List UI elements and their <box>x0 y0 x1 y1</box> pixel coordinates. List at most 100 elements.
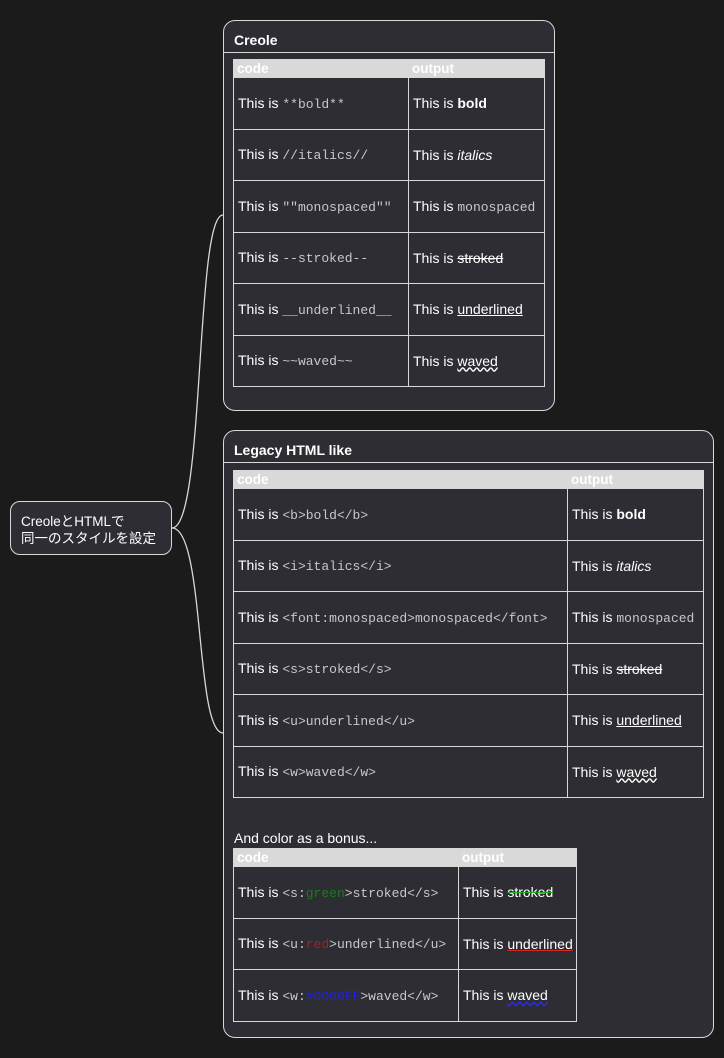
output-prefix: This is <box>572 608 617 625</box>
table-row: This is <s>stroked</s> This is stroked <box>233 642 704 695</box>
bonus-table: code output This is <s:green>stroked</s>… <box>233 848 577 1022</box>
output-styled-text: stroked <box>507 884 554 901</box>
output-cell: This is italics <box>567 539 704 592</box>
table-row: This is --stroked--This is stroked <box>233 231 545 284</box>
output-styled-text: monospaced <box>616 610 695 626</box>
output-styled-text: underlined <box>457 301 523 318</box>
code-cell: This is **bold** <box>233 77 409 130</box>
code-markup-close: >stroked</s> <box>344 885 439 901</box>
output-styled-text: monospaced <box>457 199 536 215</box>
code-markup-open: <s: <box>282 885 306 901</box>
output-prefix: This is <box>572 712 617 729</box>
code-cell: This is __underlined__ <box>233 283 409 336</box>
code-cell: This is <u:red>underlined</u> <box>233 917 459 970</box>
code-prefix: This is <box>238 300 283 317</box>
output-cell: This is underlined <box>567 694 704 747</box>
table-row: This is ~~waved~~This is waved <box>233 334 545 387</box>
legacy-node[interactable]: Legacy HTML like code output This is <b>… <box>223 430 714 1038</box>
output-cell: This is waved <box>567 745 704 798</box>
output-cell: This is monospaced <box>408 180 545 233</box>
code-prefix: This is <box>238 660 283 677</box>
bonus-header-output: output <box>458 848 577 867</box>
code-cell: This is <w>waved</w> <box>233 745 568 798</box>
output-styled-text: waved <box>616 763 657 780</box>
code-cell: This is <b>bold</b> <box>233 488 568 541</box>
creole-node[interactable]: Creole code output This is **bold**This … <box>223 20 555 411</box>
table-row: This is ""monospaced""This is monospaced <box>233 180 545 233</box>
creole-header-code: code <box>233 59 409 78</box>
creole-title: Creole <box>234 32 278 48</box>
creole-header-output: output <box>408 59 545 78</box>
link-root-to-creole <box>171 214 224 529</box>
output-cell: This is stroked <box>408 231 545 284</box>
output-prefix: This is <box>413 249 458 266</box>
legacy-title: Legacy HTML like <box>234 442 353 458</box>
code-markup: <i>italics</i> <box>282 559 392 575</box>
code-prefix: This is <box>238 557 283 574</box>
link-root-to-legacy <box>171 527 224 734</box>
output-cell: This is waved <box>408 334 545 387</box>
code-markup-open: <w: <box>282 988 306 1004</box>
legacy-header-code: code <box>233 470 568 489</box>
code-cell: This is --stroked-- <box>233 231 409 284</box>
output-cell: This is underlined <box>408 283 545 336</box>
output-styled-text: stroked <box>457 249 504 266</box>
legacy-title-divider <box>224 462 713 463</box>
table-row: This is <u:red>underlined</u>This is und… <box>233 917 577 970</box>
bonus-header-code: code <box>233 848 459 867</box>
output-cell: This is stroked <box>458 866 577 919</box>
code-markup: <font:monospaced>monospaced</font> <box>282 610 548 626</box>
output-prefix: This is <box>572 660 617 677</box>
output-styled-text: stroked <box>616 660 663 677</box>
output-styled-text: underlined <box>616 712 682 729</box>
code-prefix: This is <box>238 94 283 111</box>
legacy-header-output: output <box>567 470 704 489</box>
code-prefix: This is <box>238 197 283 214</box>
code-markup: <s>stroked</s> <box>282 662 392 678</box>
creole-title-divider <box>224 52 554 53</box>
table-row: This is __underlined__This is underlined <box>233 283 545 336</box>
code-prefix: This is <box>238 352 283 369</box>
table-row: This is <s:green>stroked</s> This is str… <box>233 866 577 919</box>
code-markup: <b>bold</b> <box>282 507 369 523</box>
table-row: This is <i>italics</i> This is italics <box>233 539 704 592</box>
table-row: This is **bold**This is bold <box>233 77 545 130</box>
table-row: This is <w>waved</w>This is waved <box>233 745 704 798</box>
table-row: This is //italics//This is italics <box>233 128 545 181</box>
code-markup-close: >underlined</u> <box>329 937 447 953</box>
code-cell: This is <u>underlined</u> <box>233 694 568 747</box>
output-styled-text: italics <box>457 146 493 163</box>
code-prefix: This is <box>238 935 283 952</box>
code-prefix: This is <box>238 711 283 728</box>
output-prefix: This is <box>413 352 458 369</box>
output-cell: This is stroked <box>567 642 704 695</box>
code-markup: ~~waved~~ <box>282 354 353 370</box>
code-cell: This is ""monospaced"" <box>233 180 409 233</box>
output-prefix: This is <box>572 763 617 780</box>
output-cell: This is bold <box>408 77 545 130</box>
root-node[interactable]: CreoleとHTMLで 同一のスタイルを設定 <box>10 501 172 555</box>
output-styled-text: bold <box>457 95 487 112</box>
table-row: This is <u>underlined</u>This is underli… <box>233 694 704 747</box>
output-prefix: This is <box>413 95 458 112</box>
code-cell: This is ~~waved~~ <box>233 334 409 387</box>
code-prefix: This is <box>238 249 283 266</box>
output-cell: This is underlined <box>458 917 577 970</box>
root-label-line2: 同一のスタイルを設定 <box>21 531 156 546</box>
code-cell: This is <s:green>stroked</s> <box>233 866 459 919</box>
output-styled-text: bold <box>616 506 646 523</box>
code-cell: This is <s>stroked</s> <box>233 642 568 695</box>
code-cell: This is <w:#0000FF>waved</w> <box>233 969 459 1022</box>
output-cell: This is bold <box>567 488 704 541</box>
output-styled-text: waved <box>457 352 498 369</box>
output-prefix: This is <box>463 935 508 952</box>
output-prefix: This is <box>413 301 458 318</box>
legacy-table: code output This is <b>bold</b>This is b… <box>233 470 704 798</box>
code-markup: ""monospaced"" <box>282 199 392 215</box>
code-prefix: This is <box>238 146 283 163</box>
output-styled-text: underlined <box>507 935 573 952</box>
output-prefix: This is <box>572 557 617 574</box>
table-row: This is <w:#0000FF>waved</w>This is wave… <box>233 969 577 1022</box>
output-prefix: This is <box>413 146 458 163</box>
